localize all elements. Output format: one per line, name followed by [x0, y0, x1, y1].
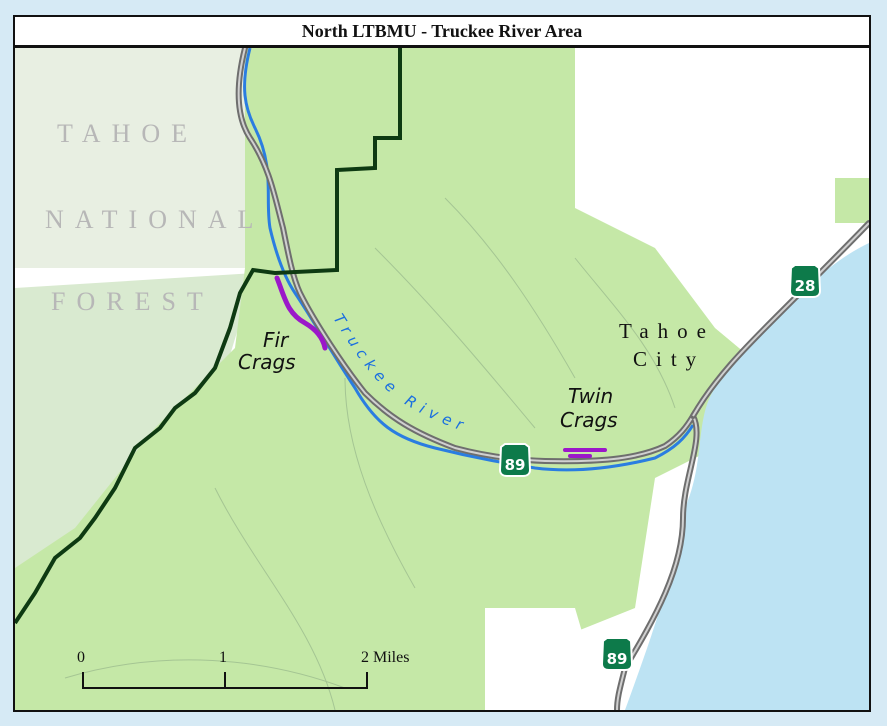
- forest-boundary-line: [15, 48, 402, 625]
- highway-89-shield-center: 89: [498, 443, 532, 477]
- highway-89-shield-south: 89: [600, 637, 634, 671]
- map-frame: TAHOE NATIONAL FOREST Tahoe City Fir Cra…: [13, 46, 871, 712]
- svg-text:89: 89: [505, 456, 526, 474]
- forest-label-line3: FOREST: [51, 287, 214, 316]
- fir-crags-area: [274, 275, 328, 351]
- contour-lines: [64, 197, 676, 710]
- city-label-line1: Tahoe: [619, 319, 715, 343]
- svg-text:89: 89: [607, 650, 628, 668]
- scale-label-0: 0: [77, 649, 85, 666]
- forest-label-line1: TAHOE: [57, 119, 198, 148]
- twin-crags-label-line1: Twin: [568, 384, 613, 408]
- highway-28-road-center: [692, 222, 869, 417]
- scale-bar: 0 1 2 Miles: [77, 649, 409, 689]
- forest-patch-east: [835, 178, 869, 223]
- forest-area-main: [15, 48, 775, 710]
- twin-crags-area: [563, 448, 607, 458]
- svg-text:28: 28: [795, 277, 816, 295]
- private-land-south: [485, 608, 605, 710]
- lake-tahoe: [625, 243, 869, 710]
- fir-crags-label-line2: Crags: [238, 350, 296, 374]
- forest-label-line2: NATIONAL: [45, 205, 264, 234]
- map-canvas: TAHOE NATIONAL FOREST Tahoe City Fir Cra…: [15, 48, 869, 710]
- scale-label-2: 2 Miles: [361, 649, 409, 666]
- forest-area-north: [400, 48, 575, 168]
- highway-28-shield: 28: [788, 264, 822, 298]
- city-label-line2: City: [633, 347, 705, 371]
- twin-crags-label-line2: Crags: [560, 408, 618, 432]
- scale-label-1: 1: [219, 649, 227, 666]
- fir-crags-label-line1: Fir: [263, 328, 290, 352]
- map-title: North LTBMU - Truckee River Area: [13, 15, 871, 47]
